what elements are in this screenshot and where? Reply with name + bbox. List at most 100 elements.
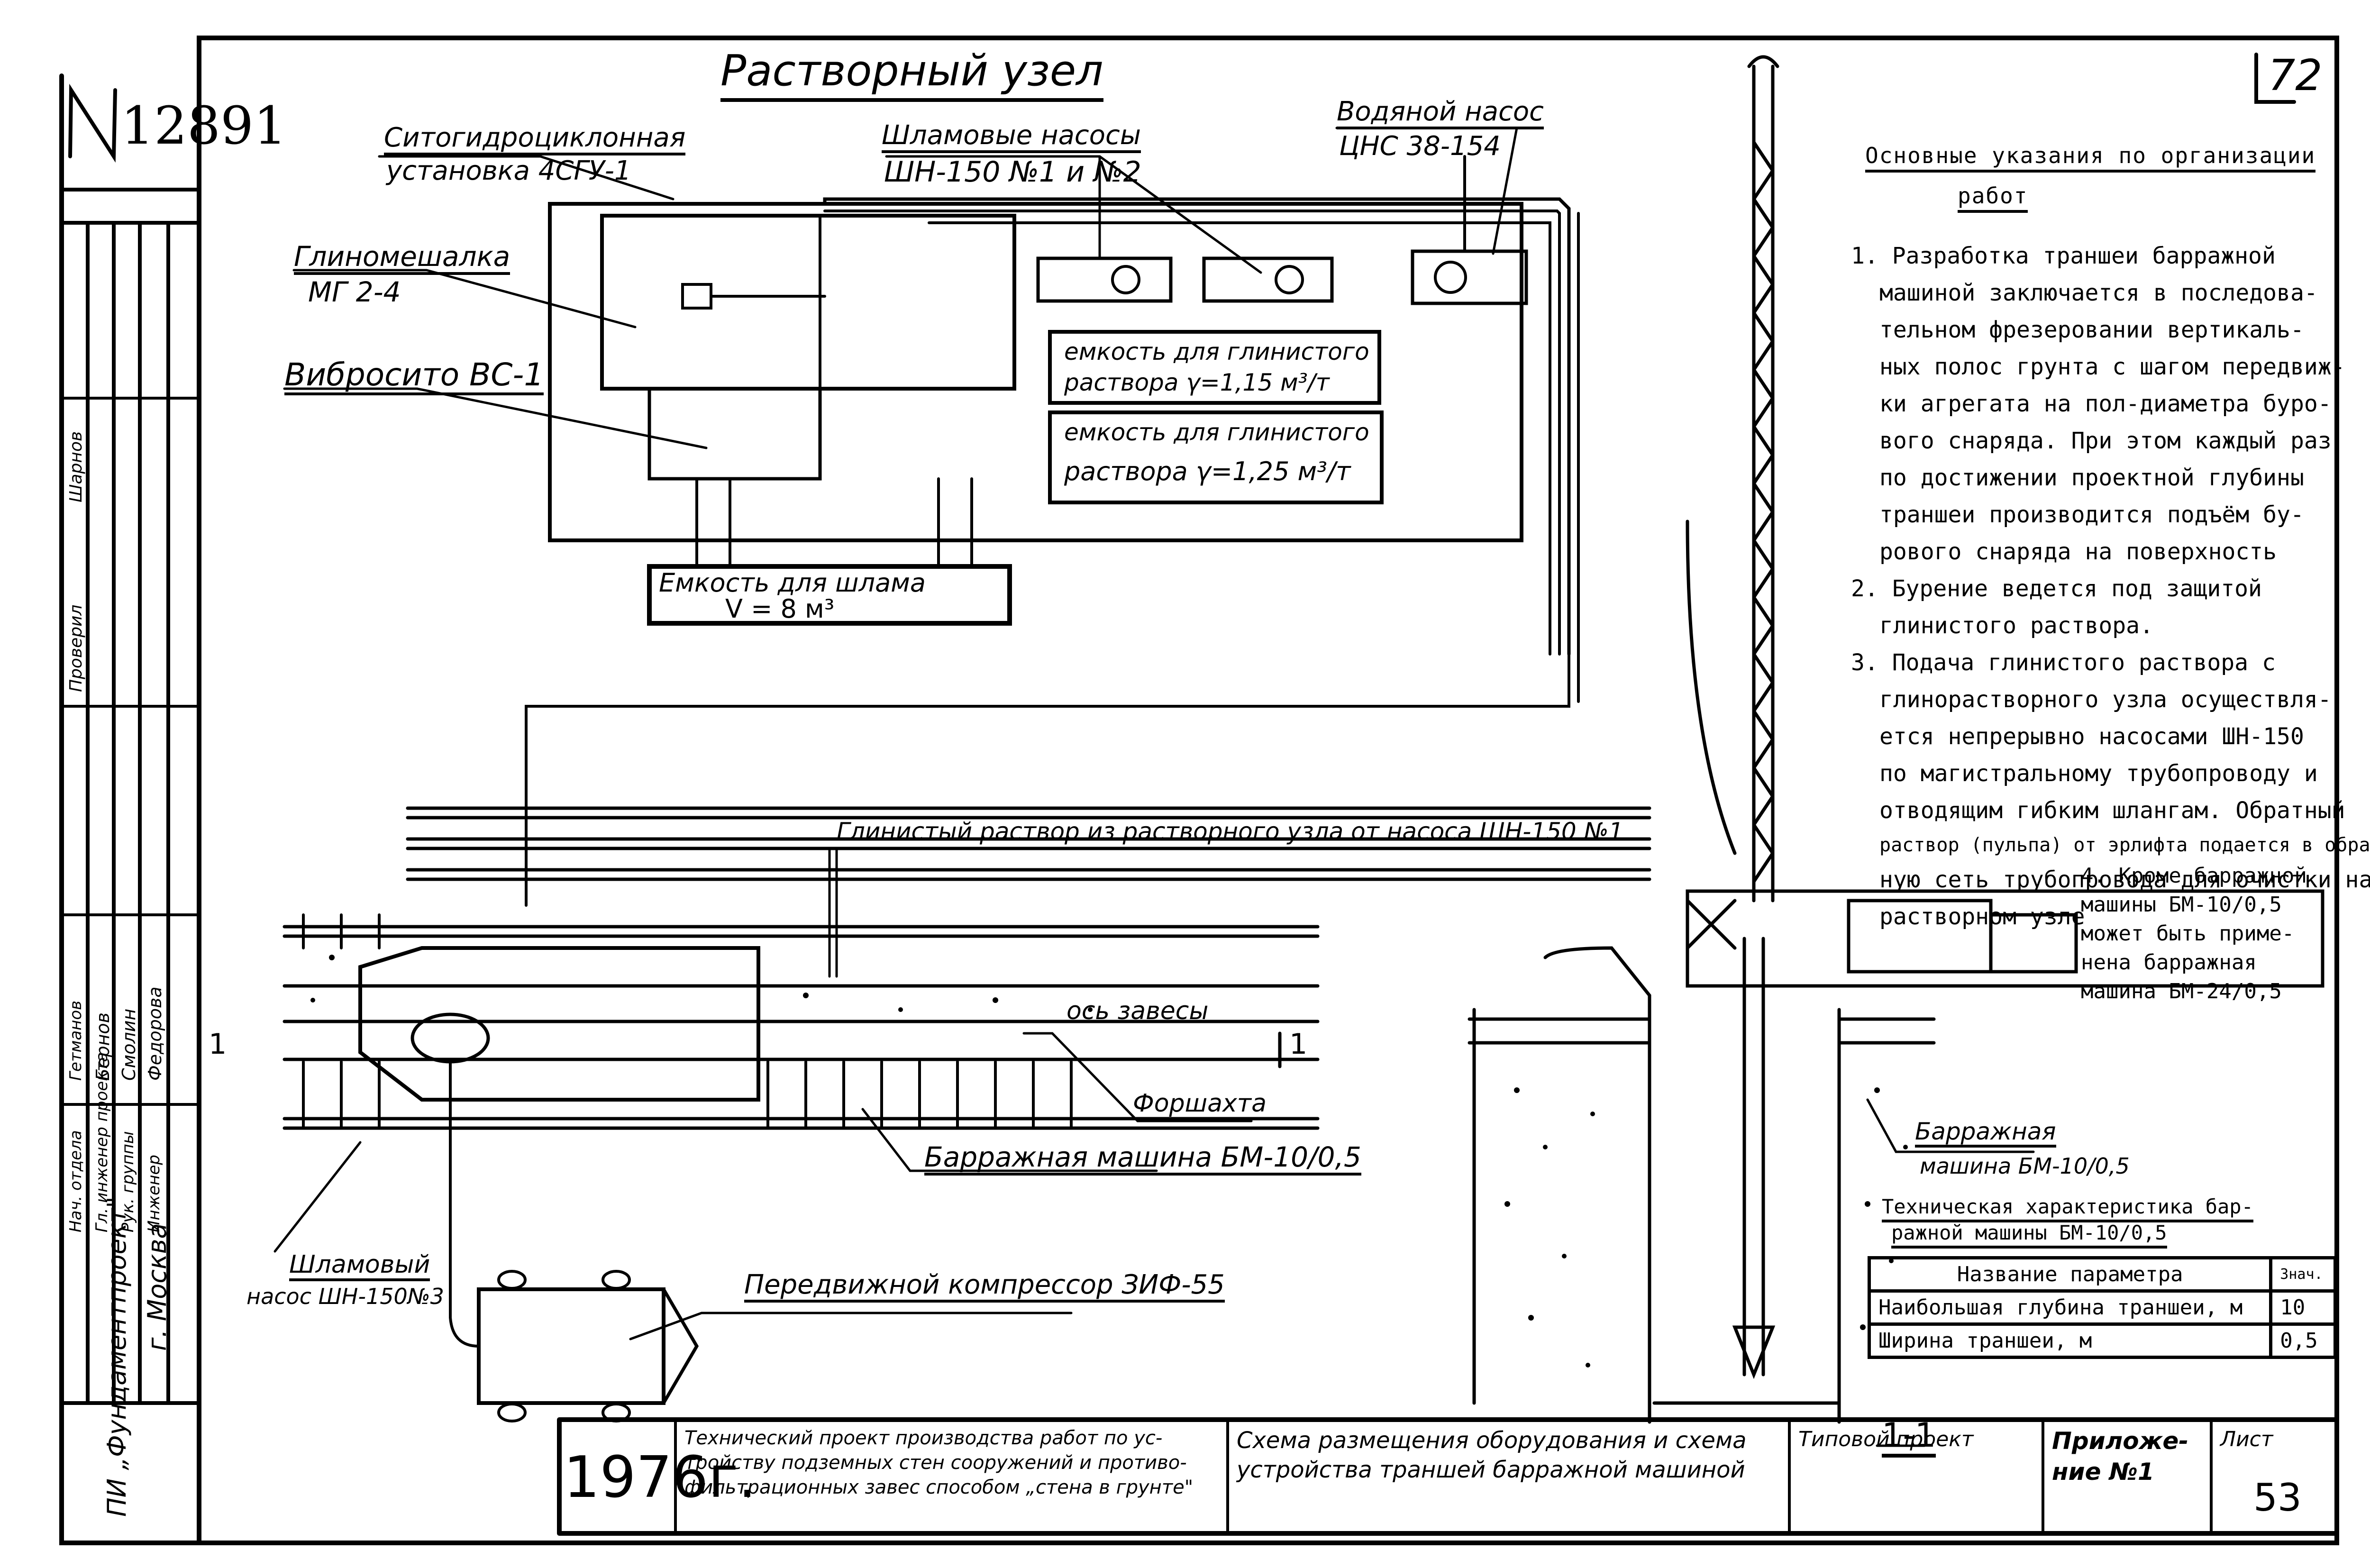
note-line: тельном фрезеровании вертикаль- — [1879, 317, 2304, 343]
spec-header-value: Знач. — [2269, 1256, 2337, 1293]
description-line: Технический проект производства работ по… — [684, 1427, 1163, 1449]
note-line: вого снаряда. При этом каждый раз — [1879, 428, 2332, 454]
stamp-column — [59, 73, 201, 1545]
tank-125-box — [1048, 410, 1384, 504]
stamp-organization: ПИ „Фундаментпроект" — [102, 1196, 132, 1517]
mixer-motor — [681, 283, 712, 310]
notes-title-line2: работ — [1958, 182, 2028, 213]
note-line: машины БМ-10/0,5 — [2081, 893, 2282, 917]
appendix-line: ние №1 — [2052, 1458, 2154, 1486]
label-tank-115-line1: емкость для глинистого — [1064, 338, 1369, 365]
title-block-border — [557, 1417, 2339, 1536]
hydrocyclone-box — [600, 214, 1016, 391]
mortar-node-outline — [548, 202, 1523, 542]
stamp-role: Рук. группы — [118, 1131, 137, 1232]
label-slurry-tank-line1: Емкость для шлама — [659, 568, 926, 598]
stamp-role: Нач. отдела — [66, 1130, 85, 1232]
note-line: ется непрерывно насосами ШН-150 — [1879, 723, 2304, 750]
notes-title-line1: Основные указания по организации — [1865, 142, 2316, 173]
soil-texture — [310, 955, 1908, 1367]
label-slurry-pumps-line1: Шламовые насосы — [882, 121, 1141, 153]
slurry-pump-1 — [1036, 256, 1173, 303]
section-marker-right: 1 — [1289, 1028, 1308, 1061]
stamp-name: Гетманов — [66, 1000, 85, 1081]
corner-mark-bracket — [2254, 53, 2296, 104]
label-tank-125-line2: раствора γ=1,25 м³/т — [1064, 456, 1351, 486]
note-line: глинорастворного узла осуществля- — [1879, 686, 2332, 713]
description-line: фильтрационных завес способом „стена в г… — [684, 1477, 1194, 1498]
notes-list: 1. Разработка траншеи барражной машиной з… — [1851, 242, 2370, 939]
title-block-sheet-number: 53 — [2253, 1476, 2302, 1520]
label-slurry-pump-3-line1: Шламовый — [289, 1251, 430, 1282]
archive-mark-icon — [68, 83, 117, 163]
note-line: 4. Кроме барражной — [2081, 864, 2307, 888]
label-tank-115-line2: раствора γ=1,15 м³/т — [1064, 369, 1330, 396]
spec-row-value: 0,5 — [2269, 1322, 2337, 1359]
table-row: Ширина траншеи, м 0,5 — [1867, 1322, 2337, 1359]
label-forshakhta: Форшахта — [1133, 1090, 1267, 1121]
note-line: 1. Разработка траншеи барражной — [1851, 243, 2276, 269]
drilling-rig-section — [1468, 55, 2324, 1424]
note-line: машина БМ-24/0,5 — [2081, 979, 2282, 1003]
spec-row-name: Наибольшая глубина траншеи, м — [1867, 1289, 2273, 1326]
note-line: глинистого раствора. — [1879, 612, 2153, 639]
label-water-pump-line2: ЦНС 38-154 — [1339, 131, 1501, 162]
title-block-sheet-title: Схема размещения оборудования и схема ус… — [1230, 1422, 1789, 1489]
table-row: Наибольшая глубина траншеи, м 10 — [1867, 1289, 2337, 1326]
stamp-role: Инженер — [145, 1155, 164, 1232]
note-line: нена барражная — [2081, 950, 2257, 975]
note-line: 2. Бурение ведется под защитой — [1851, 575, 2262, 602]
note-line: ных полос грунта с шагом передвиж- — [1879, 354, 2345, 380]
note-line: по магистральному трубопроводу и — [1879, 760, 2318, 787]
note-line: 3. Подача глинистого раствора с — [1851, 649, 2276, 676]
spec-row-name: Ширина траншеи, м — [1867, 1322, 2273, 1359]
label-barrage-machine-section-line2: машина БМ-10/0,5 — [1920, 1153, 2130, 1179]
guide-wall-segments — [302, 913, 1073, 1130]
note-line: ки агрегата на пол-диаметра буро- — [1879, 391, 2332, 417]
label-compressor: Передвижной компрессор ЗИФ-55 — [744, 1270, 1225, 1303]
label-barrage-machine-section-line1: Барражная — [1915, 1119, 2056, 1148]
section-marker-left: 1 — [209, 1028, 227, 1061]
stamp-city: г. Москва — [142, 1223, 172, 1351]
note-line: рового снаряда на поверхность — [1879, 538, 2277, 565]
note-line: раствор (пульпа) от эрлифта подается в о… — [1879, 834, 2370, 856]
label-hydrocyclone-line1: Ситогидроциклонная — [384, 123, 686, 155]
label-clay-mixer-line1: Глиномешалка — [294, 241, 510, 275]
section-title: 1-1 — [1882, 1417, 1936, 1458]
description-line: тройству подземных стен сооружений и про… — [684, 1452, 1187, 1474]
spec-header-name: Название параметра — [1867, 1256, 2273, 1293]
compressor-body — [477, 1287, 665, 1405]
note-line: растворном узле — [1879, 903, 2085, 930]
title-block-appendix: Приложе- ние №1 — [2045, 1422, 2211, 1491]
slurry-tank-box — [647, 564, 1012, 626]
label-barrage-machine-plan: Барражная машина БМ-10/0,5 — [924, 1142, 1361, 1176]
label-hydrocyclone-line2: установка 4СГУ-1 — [386, 155, 631, 186]
appendix-line: Приложе- — [2052, 1427, 2189, 1455]
note-line: по достижении проектной глубины — [1879, 465, 2304, 491]
trench-plan — [283, 925, 1320, 1130]
archive-number: 12891 — [121, 95, 287, 156]
slurry-pump-2 — [1202, 256, 1334, 303]
water-pump-box — [1411, 249, 1528, 305]
corner-mark: 72 — [2268, 51, 2323, 100]
stamp-upper-role: Шарнов — [66, 431, 86, 502]
note-line: машиной заключается в последова- — [1879, 280, 2318, 306]
title-block-year: 1976г. — [564, 1445, 757, 1511]
pipeline-caption: Глинистый раствор из растворного узла от… — [837, 818, 1624, 845]
spec-table-header: Название параметра Знач. — [1867, 1256, 2337, 1293]
label-slurry-pump-3-line2: насос ШН-150№3 — [246, 1284, 444, 1309]
spec-table: Название параметра Знач. Наибольшая глуб… — [1867, 1256, 2337, 1359]
stamp-upper-role: Проверил — [66, 604, 86, 692]
vibrosieve-box — [647, 387, 822, 481]
tank-115-box — [1048, 330, 1381, 405]
label-slurry-pumps-line2: ШН-150 №1 и №2 — [884, 155, 1141, 189]
label-curtain-axis: ось завесы — [1066, 997, 1209, 1025]
label-water-pump-line1: Водяной насос — [1337, 97, 1544, 129]
label-vibrosieve: Вибросито ВС-1 — [284, 357, 544, 395]
page-title: Растворный узел — [720, 47, 1103, 102]
sheet-title-line: Схема размещения оборудования и схема — [1237, 1427, 1747, 1454]
title-block-project-type: Типовой проект — [1798, 1427, 1974, 1451]
